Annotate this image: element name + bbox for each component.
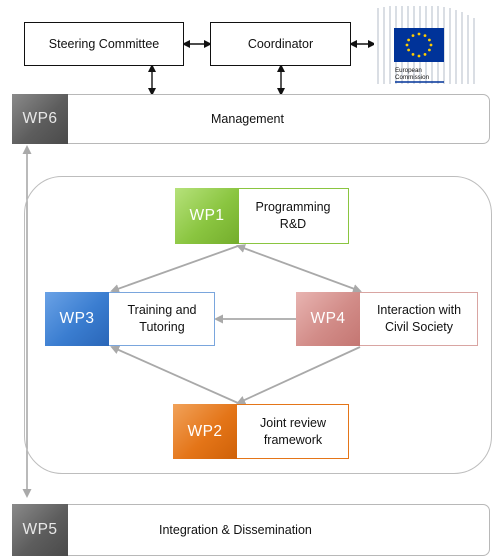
management-label: Management [211, 112, 284, 126]
arrow-wp1-wp3 [110, 245, 239, 293]
wp6-badge: WP6 [12, 94, 68, 144]
wp3-badge-label: WP3 [59, 310, 95, 327]
wp3-label: Training and Tutoring [127, 303, 197, 334]
wp2-badge-label: WP2 [187, 422, 223, 440]
work-packages-container [24, 176, 492, 474]
wp2-badge: WP2 [173, 404, 237, 459]
wp2-label: Joint review framework [260, 415, 326, 447]
wp6-badge-label: WP6 [22, 110, 58, 127]
coordinator-label: Coordinator [247, 37, 314, 51]
integration-label: Integration & Dissemination [159, 523, 312, 537]
wp5-badge-label: WP5 [22, 521, 58, 538]
arrow-wp2-wp4 [236, 346, 361, 405]
wp4-badge: WP4 [296, 292, 360, 346]
wp1-badge: WP1 [175, 188, 239, 244]
wp1-badge-label: WP1 [189, 207, 225, 224]
wp4-label: Interaction with Civil Society [376, 303, 462, 334]
commission-building-icon: European Commission [377, 6, 475, 84]
wp3-badge: WP3 [45, 292, 109, 346]
wp1-label: Programming R&D [255, 200, 331, 231]
wp6-management-bar: Management [12, 94, 490, 144]
european-commission-logo: European Commission [374, 2, 484, 86]
commission-text-line1: European [395, 67, 422, 74]
wp5-badge: WP5 [12, 504, 68, 556]
arrow-wp1-wp4 [236, 244, 362, 293]
arrow-wp2-wp3 [110, 345, 239, 404]
steering-committee-box: Steering Committee [24, 22, 184, 66]
commission-text-line2: Commission [395, 74, 430, 81]
wp4-badge-label: WP4 [310, 310, 346, 327]
coordinator-box: Coordinator [210, 22, 351, 66]
steering-committee-label: Steering Committee [48, 37, 160, 51]
wp5-integration-bar: Integration & Dissemination [12, 504, 490, 556]
